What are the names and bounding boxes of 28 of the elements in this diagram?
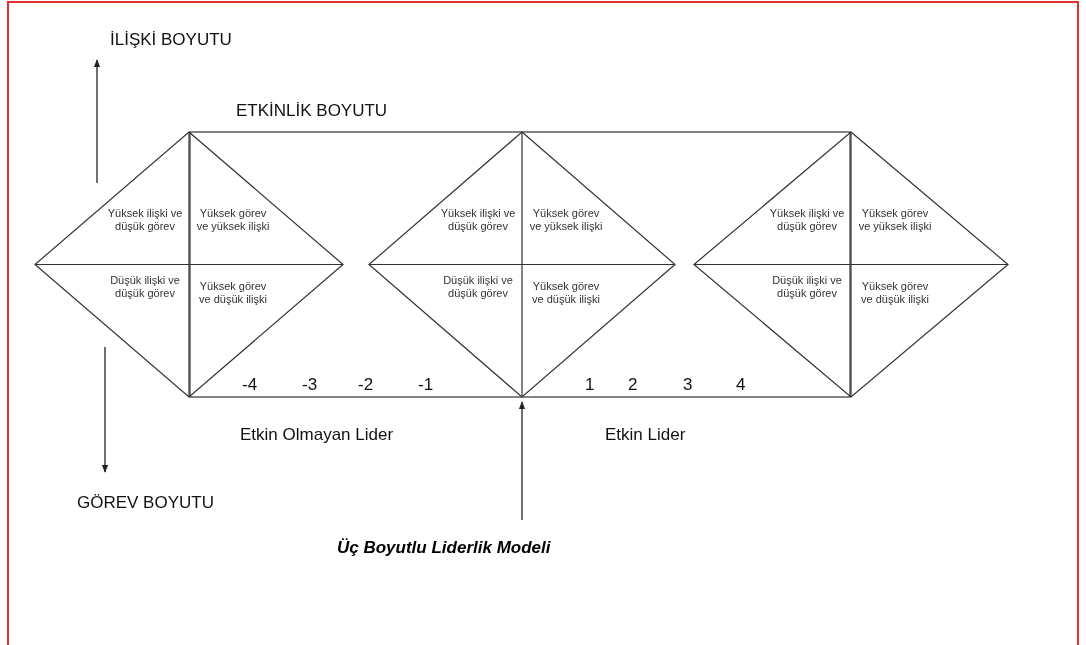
scale-number: 1 bbox=[585, 375, 595, 395]
quadrant-label: Düşük ilişki ve düşük görev bbox=[442, 274, 514, 300]
quadrant-label: Yüksek görev ve yüksek ilişki bbox=[195, 207, 271, 233]
axis-label: GÖREV BOYUTU bbox=[77, 493, 214, 513]
diamond-quadrant-diagram bbox=[694, 132, 1008, 397]
quadrant-label: Yüksek ilişki ve düşük görev bbox=[768, 207, 846, 233]
quadrant-label: Yüksek ilişki ve düşük görev bbox=[106, 207, 184, 233]
quadrant-label: Yüksek ilişki ve düşük görev bbox=[439, 207, 517, 233]
scale-number: 4 bbox=[736, 375, 746, 395]
diamond-quadrant-diagram bbox=[35, 132, 343, 397]
quadrant-label: Düşük ilişki ve düşük görev bbox=[771, 274, 843, 300]
quadrant-label: Yüksek görev ve düşük ilişki bbox=[860, 280, 930, 306]
scale-number: 2 bbox=[628, 375, 638, 395]
scale-number: -3 bbox=[302, 375, 318, 395]
quadrant-label: Yüksek görev ve düşük ilişki bbox=[198, 280, 268, 306]
caption: Üç Boyutlu Liderlik Modeli bbox=[337, 538, 551, 558]
quadrant-label: Yüksek görev ve yüksek ilişki bbox=[528, 207, 604, 233]
scale-label: Etkin Lider bbox=[605, 425, 686, 445]
scale-number: -4 bbox=[242, 375, 258, 395]
axis-label: İLİŞKİ BOYUTU bbox=[110, 30, 232, 50]
scale-number: 3 bbox=[683, 375, 693, 395]
scale-label: Etkin Olmayan Lider bbox=[240, 425, 394, 445]
quadrant-label: Yüksek görev ve düşük ilişki bbox=[531, 280, 601, 306]
axis-label: ETKİNLİK BOYUTU bbox=[236, 101, 388, 121]
quadrant-label: Düşük ilişki ve düşük görev bbox=[109, 274, 181, 300]
scale-number: -2 bbox=[358, 375, 374, 395]
scale-number: -1 bbox=[418, 375, 434, 395]
quadrant-label: Yüksek görev ve yüksek ilişki bbox=[857, 207, 933, 233]
